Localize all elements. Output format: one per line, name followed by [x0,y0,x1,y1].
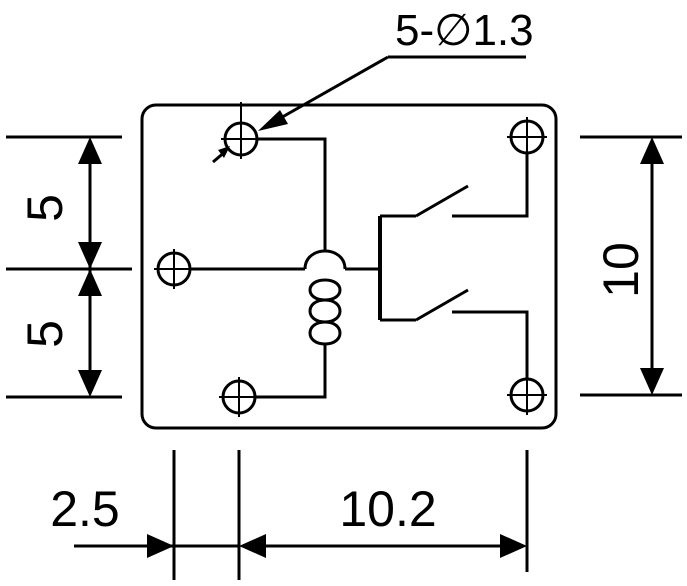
right-dimension: 10 [580,135,682,397]
coil-symbol [303,249,347,346]
lower-switch-blade [415,288,469,322]
right-dim-arrow-top [640,137,664,164]
left-dim-arrow-top [78,137,102,164]
left-dimension: 5 5 [6,135,132,399]
left-dim-arrow-mid-up [78,242,102,269]
dim-25-arrow [147,534,174,558]
callout-arrowhead [258,110,288,131]
dim-left-upper: 5 [17,194,73,222]
left-dim-arrow-bottom [78,370,102,397]
callout-label: 5-∅1.3 [395,6,534,55]
pin-hole-top-right [507,117,547,157]
dim-left-lower: 5 [17,320,73,348]
dim-102-arrow-left [239,534,266,558]
right-dim-arrow-bottom [640,368,664,395]
pin-hole-middle-left [154,249,194,289]
dim-bottom-right: 10.2 [339,481,436,537]
relay-body-outline [140,103,558,430]
pin-hole-top-left [221,119,261,159]
left-dim-arrow-mid-down [78,269,102,296]
upper-switch-blade [415,184,469,218]
dim-102-arrow-right [500,534,527,558]
bottom-dimension: 2.5 10.2 [50,450,529,580]
dim-right: 10 [593,242,649,298]
relay-schematic [190,137,529,399]
pin-hole-bottom-right [507,375,547,415]
dim-bottom-left: 2.5 [50,481,120,537]
pin-hole-bottom-left [219,377,259,417]
callout-leader [269,55,389,126]
hole-callout: 5-∅1.3 [258,6,534,131]
